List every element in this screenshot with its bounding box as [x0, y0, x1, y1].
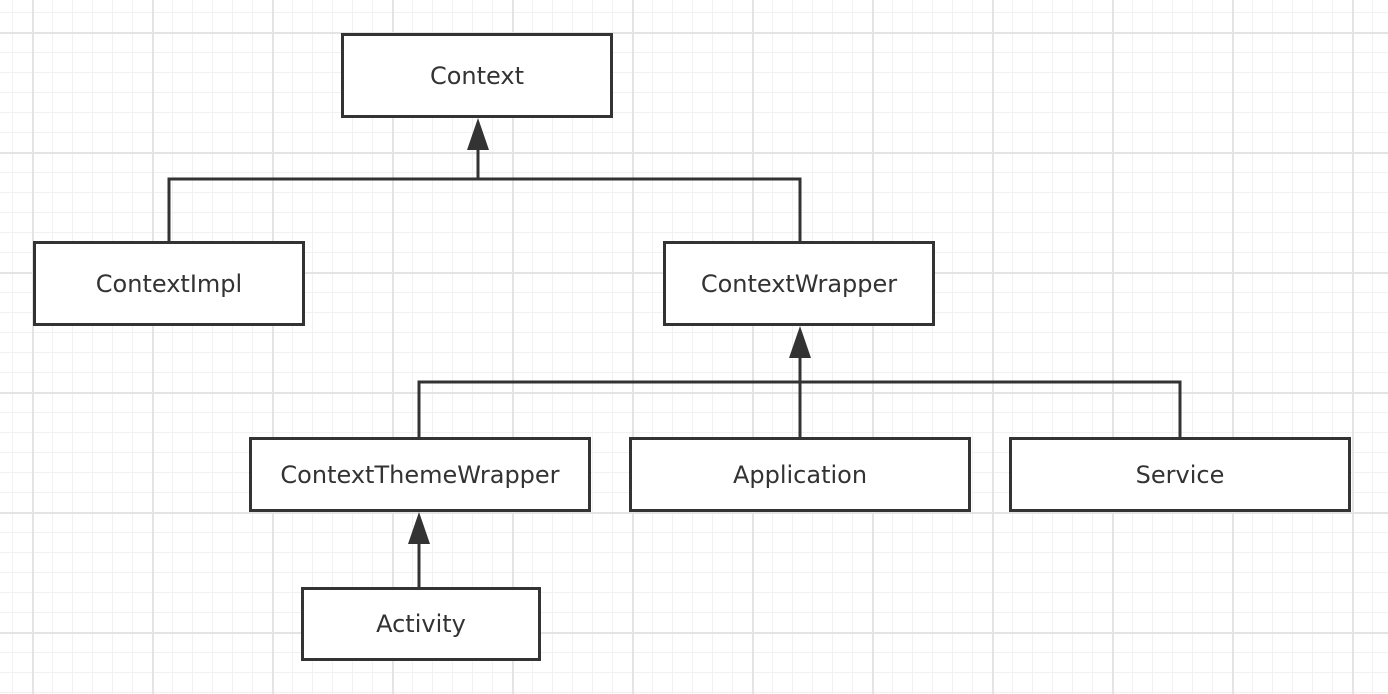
node-contextwrapper-label: ContextWrapper — [700, 269, 898, 298]
node-application-label: Application — [732, 460, 868, 489]
node-service-label: Service — [1135, 460, 1225, 489]
node-contextthemewrapper-label: ContextThemeWrapper — [280, 460, 560, 489]
node-context-label: Context — [429, 61, 525, 90]
node-contextimpl[interactable]: ContextImpl — [33, 241, 305, 326]
inheritance-arrow-contextthemewrapper — [408, 512, 430, 544]
node-service[interactable]: Service — [1009, 437, 1351, 512]
node-contextimpl-label: ContextImpl — [95, 269, 243, 298]
node-context[interactable]: Context — [341, 33, 613, 118]
node-activity[interactable]: Activity — [301, 587, 541, 661]
node-activity-label: Activity — [376, 610, 466, 638]
inheritance-arrow-contextwrapper — [789, 326, 811, 358]
node-contextwrapper[interactable]: ContextWrapper — [663, 241, 935, 326]
inheritance-arrow-context — [467, 118, 489, 150]
node-contextthemewrapper[interactable]: ContextThemeWrapper — [249, 437, 591, 512]
node-application[interactable]: Application — [629, 437, 971, 512]
edge-contextimpl-to-context — [167, 177, 802, 241]
